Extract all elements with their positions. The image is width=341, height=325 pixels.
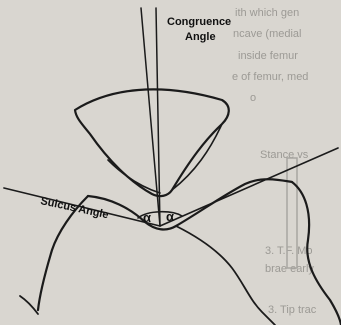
bleed-line: ncave (medial (233, 28, 301, 40)
alpha-left-label: α (143, 210, 151, 225)
patella (75, 89, 229, 196)
sulcus-angle-label: Sulcus Angle (39, 195, 109, 221)
bleed-line: ith which gen (235, 7, 299, 19)
bleed-line: 3. Tip trac (268, 304, 317, 316)
sulcus-line-right (160, 148, 338, 226)
congruence-angle-label-line1: Congruence (167, 16, 231, 28)
bleed-line: e of femur, med (232, 71, 308, 83)
bleed-through-text: ith which gen ncave (medial inside femur… (232, 7, 317, 316)
bleed-line: inside femur (238, 50, 298, 62)
congruence-angle-label-line2: Angle (185, 31, 216, 43)
bleed-line: Stance vs (260, 149, 309, 161)
alpha-right-label: α (166, 209, 174, 224)
bleed-line: brae early (265, 263, 314, 275)
bleed-line: 3. T.F. Mo (265, 245, 312, 257)
bleed-line: o (250, 92, 256, 104)
angle-lines (4, 8, 338, 226)
